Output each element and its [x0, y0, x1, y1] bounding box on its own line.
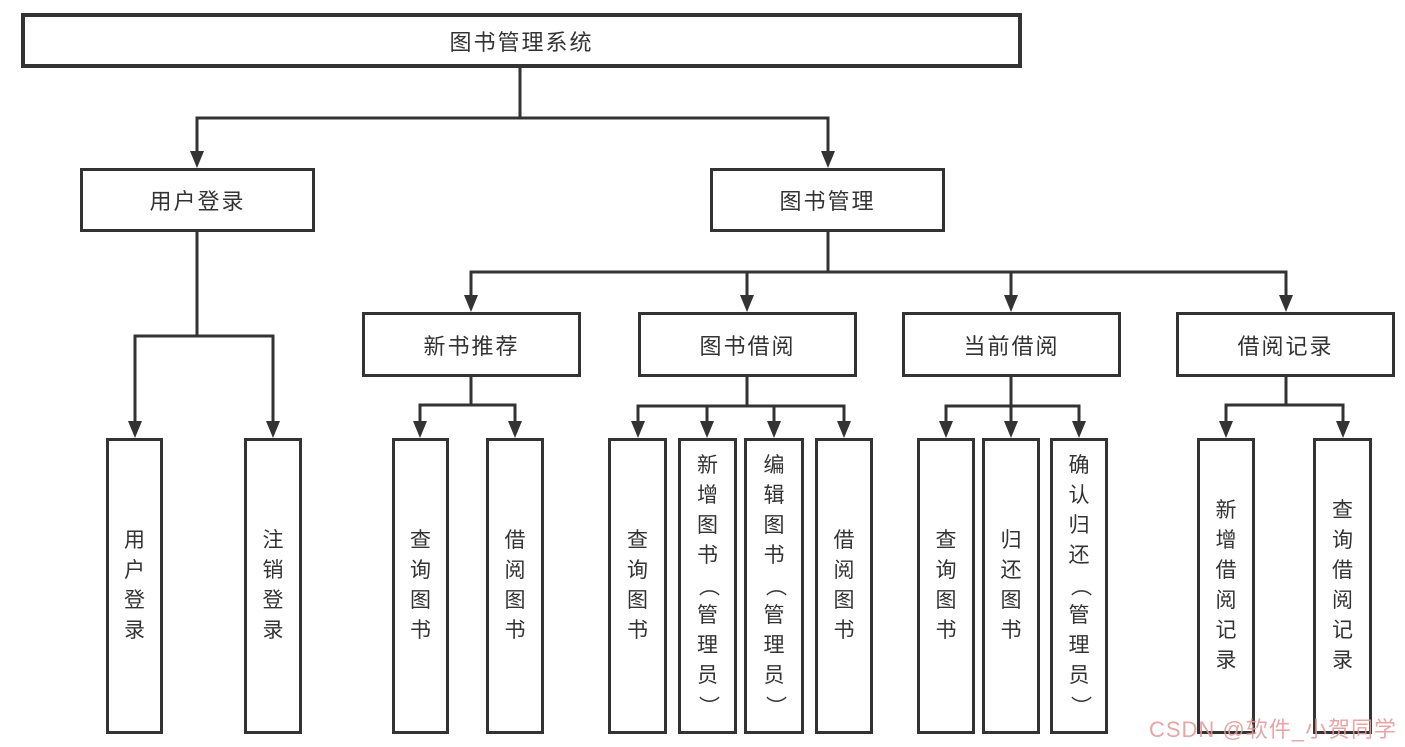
leaf-logout-login: 注销登录 — [244, 438, 302, 734]
connector-records-fork — [1224, 377, 1345, 423]
leaf-query-borrow-record: 查询借阅记录 — [1313, 438, 1372, 734]
arrowhead — [1336, 421, 1350, 438]
leaf-edit-books-admin-label: 编辑图书（管理员） — [763, 454, 786, 717]
arrowhead — [821, 151, 835, 168]
arrowhead — [190, 151, 204, 168]
node-book-management-label: 图书管理 — [779, 189, 876, 214]
arrowhead — [1004, 295, 1018, 312]
node-current-borrow: 当前借阅 — [902, 312, 1121, 377]
leaf-edit-books-admin: 编辑图书（管理员） — [744, 438, 804, 734]
leaf-return-books: 归还图书 — [982, 438, 1040, 734]
arrowhead — [508, 421, 522, 438]
node-book-borrow: 图书借阅 — [638, 312, 857, 377]
arrowhead — [939, 421, 953, 438]
leaf-newbook-query-books-label: 查询图书 — [410, 529, 431, 642]
arrowhead — [1219, 421, 1233, 438]
arrowhead — [740, 295, 754, 312]
node-book-management: 图书管理 — [710, 168, 945, 232]
arrowhead — [413, 421, 427, 438]
leaf-borrow-query-books-label: 查询图书 — [627, 529, 648, 642]
node-root-label: 图书管理系统 — [449, 29, 594, 55]
arrowhead — [1004, 421, 1018, 438]
arrowhead — [631, 421, 645, 438]
leaf-return-books-label: 归还图书 — [1000, 529, 1022, 642]
arrowhead — [837, 421, 851, 438]
node-current-borrow-label: 当前借阅 — [963, 333, 1060, 359]
connector-login-fork — [133, 232, 275, 423]
leaf-current-query-books: 查询图书 — [917, 438, 975, 734]
arrowhead — [464, 295, 478, 312]
connector-current-fork — [944, 377, 1081, 423]
leaf-add-borrow-record: 新增借阅记录 — [1197, 438, 1255, 734]
leaf-borrow-query-books: 查询图书 — [608, 438, 667, 734]
arrowhead — [1072, 421, 1086, 438]
node-new-book-recommend: 新书推荐 — [362, 312, 581, 377]
connector-newbook-fork — [418, 377, 517, 423]
leaf-newbook-borrow-books-label: 借阅图书 — [504, 529, 526, 642]
arrowhead — [767, 421, 781, 438]
csdn-watermark: CSDN @软件_小贺同学 — [1148, 717, 1397, 742]
leaf-logout-login-label: 注销登录 — [262, 529, 284, 642]
connector-borrow-fork — [636, 377, 846, 423]
arrowhead — [266, 421, 280, 438]
connector-root-to-level2 — [195, 68, 830, 153]
leaf-user-login-label: 用户登录 — [124, 529, 145, 642]
leaf-add-borrow-record-label: 新增借阅记录 — [1215, 499, 1237, 672]
leaf-newbook-borrow-books: 借阅图书 — [486, 438, 544, 734]
node-root: 图书管理系统 — [21, 13, 1022, 68]
leaf-current-query-books-label: 查询图书 — [935, 529, 957, 642]
arrowheads — [128, 151, 1350, 438]
arrowhead — [1279, 295, 1293, 312]
arrowhead — [128, 421, 142, 438]
leaf-add-books-admin-label: 新增图书（管理员） — [696, 454, 720, 717]
leaf-confirm-return-admin-label: 确认归还（管理员） — [1068, 454, 1091, 717]
leaf-borrow-borrow-books-label: 借阅图书 — [833, 529, 855, 642]
leaf-confirm-return-admin: 确认归还（管理员） — [1050, 438, 1108, 734]
node-book-borrow-label: 图书借阅 — [699, 333, 796, 359]
leaf-user-login: 用户登录 — [106, 438, 163, 734]
leaf-newbook-query-books: 查询图书 — [392, 438, 449, 734]
connector-bookmgmt-to-level3 — [469, 232, 1288, 297]
leaf-borrow-borrow-books: 借阅图书 — [815, 438, 873, 734]
leaf-query-borrow-record-label: 查询借阅记录 — [1332, 499, 1353, 672]
leaf-add-books-admin: 新增图书（管理员） — [678, 438, 737, 734]
node-borrow-records-label: 借阅记录 — [1237, 333, 1334, 359]
node-user-login: 用户登录 — [80, 168, 315, 232]
arrowhead — [700, 421, 714, 438]
node-borrow-records: 借阅记录 — [1176, 312, 1395, 377]
node-new-book-recommend-label: 新书推荐 — [423, 333, 520, 359]
node-user-login-label: 用户登录 — [149, 189, 246, 214]
